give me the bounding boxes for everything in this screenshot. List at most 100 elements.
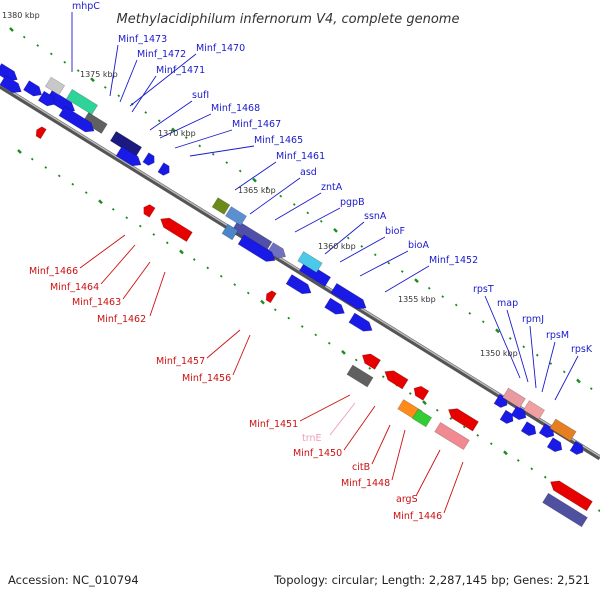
leader-line-3 — [129, 53, 197, 107]
gene-label-rpsM: rpsM — [546, 330, 569, 341]
gene-label-Minf_1451: Minf_1451 — [249, 419, 298, 430]
forward-gene-10-shape — [330, 282, 367, 310]
forward-gene-pink2 — [523, 400, 545, 420]
reverse-gene-1-shape — [143, 204, 156, 218]
leader-line-9 — [234, 161, 277, 191]
tick-mark — [522, 345, 526, 349]
leader-line-29 — [329, 402, 356, 436]
forward-gene-b8-shape — [348, 312, 373, 332]
tick-mark — [22, 35, 26, 39]
tick-mark — [454, 303, 458, 307]
gene-label-asd: asd — [300, 167, 317, 178]
tick-mark — [543, 475, 547, 479]
forward-gene-5 — [142, 152, 155, 166]
forward-gene-14-shape — [569, 440, 584, 455]
gene-label-Minf_1448: Minf_1448 — [341, 478, 390, 489]
tick-mark — [381, 375, 385, 379]
reverse-gene-gray-shape — [346, 364, 374, 388]
reverse-gene-3-shape — [265, 290, 277, 304]
gene-label-rpsK: rpsK — [571, 344, 593, 355]
leader-line-1 — [109, 44, 119, 97]
tick-mark — [306, 211, 310, 215]
leader-line-25 — [149, 271, 166, 317]
tick-mark — [495, 328, 500, 334]
gene-label-ssnA: ssnA — [364, 211, 387, 222]
gene-label-mhpC: mhpC — [72, 1, 100, 12]
reverse-gene-4-shape — [361, 353, 381, 370]
tick-mark — [387, 261, 391, 265]
tick-mark — [408, 392, 412, 395]
tick-mark — [489, 442, 493, 446]
tick-mark — [481, 320, 485, 324]
reverse-gene-6-shape — [413, 385, 430, 401]
gene-label-Minf_1463: Minf_1463 — [72, 297, 121, 308]
gene-label-citB: citB — [352, 462, 370, 473]
label-leaders — [71, 12, 579, 514]
tick-mark — [265, 186, 269, 190]
reverse-gene-6 — [413, 385, 430, 401]
tick-mark — [327, 341, 331, 345]
gene-label-Minf_1466: Minf_1466 — [29, 266, 78, 277]
forward-gene-b1-shape — [37, 90, 56, 107]
reverse-gene-navy-shape — [542, 492, 588, 528]
reverse-gene-green — [411, 408, 433, 428]
reverse-gene-0 — [35, 126, 47, 140]
tick-mark — [44, 166, 48, 169]
reverse-gene-5 — [384, 370, 409, 390]
gene-features — [0, 63, 593, 528]
forward-gene-b0 — [0, 75, 22, 94]
tick-mark — [476, 433, 480, 437]
gene-label-Minf_1464: Minf_1464 — [50, 282, 99, 293]
forward-gene-b4-shape — [221, 223, 239, 241]
forward-gene-b11-shape — [546, 437, 563, 453]
gene-label-Minf_1468: Minf_1468 — [211, 103, 260, 114]
tick-mark — [516, 459, 520, 462]
leader-line-20 — [541, 341, 556, 393]
tick-mark — [462, 425, 466, 429]
tick-mark — [71, 182, 75, 186]
gene-label-zntA: zntA — [321, 182, 343, 193]
tick-mark — [414, 278, 419, 283]
forward-gene-6-shape — [157, 162, 170, 176]
tick-mark — [273, 308, 277, 312]
tick-mark — [179, 249, 184, 255]
tick-mark — [503, 450, 508, 456]
tick-mark — [30, 157, 34, 161]
tick-mark — [427, 286, 431, 290]
gene-label-Minf_1465: Minf_1465 — [254, 135, 303, 146]
tick-mark — [157, 119, 161, 123]
tick-mark — [206, 266, 210, 270]
forward-gene-steel-shape — [225, 206, 247, 226]
tick-mark — [111, 207, 115, 211]
forward-gene-gray — [44, 76, 66, 96]
tick-mark — [252, 177, 257, 183]
gene-label-Minf_1456: Minf_1456 — [182, 373, 231, 384]
forward-gene-b5 — [237, 234, 276, 262]
tick-mark — [103, 85, 107, 89]
forward-gene-gray-shape — [44, 76, 66, 96]
leader-line-17 — [484, 295, 521, 379]
tick-mark — [152, 233, 156, 236]
tick-mark — [17, 149, 22, 154]
forward-gene-pink2-shape — [523, 400, 545, 420]
tick-mark — [36, 44, 40, 47]
reverse-gene-1 — [143, 204, 156, 218]
leader-line-16 — [384, 265, 430, 293]
tick-mark — [346, 236, 350, 240]
tick-mark — [238, 169, 242, 173]
forward-gene-10 — [330, 282, 367, 310]
forward-gene-9-shape — [298, 261, 332, 287]
reverse-gene-navy — [542, 492, 588, 528]
gene-label-bioF: bioF — [385, 226, 405, 237]
gene-label-Minf_1467: Minf_1467 — [232, 119, 281, 130]
leader-line-19 — [529, 325, 537, 389]
forward-gene-b7-shape — [324, 297, 345, 315]
leader-line-28 — [299, 394, 351, 422]
tick-mark — [49, 52, 53, 56]
tick-mark — [576, 378, 581, 384]
forward-gene-teal — [65, 89, 99, 115]
forward-gene-b7 — [324, 297, 345, 315]
forward-gene-orange-shape — [549, 418, 577, 442]
tick-mark — [422, 400, 427, 405]
gene-label-Minf_1450: Minf_1450 — [293, 448, 342, 459]
